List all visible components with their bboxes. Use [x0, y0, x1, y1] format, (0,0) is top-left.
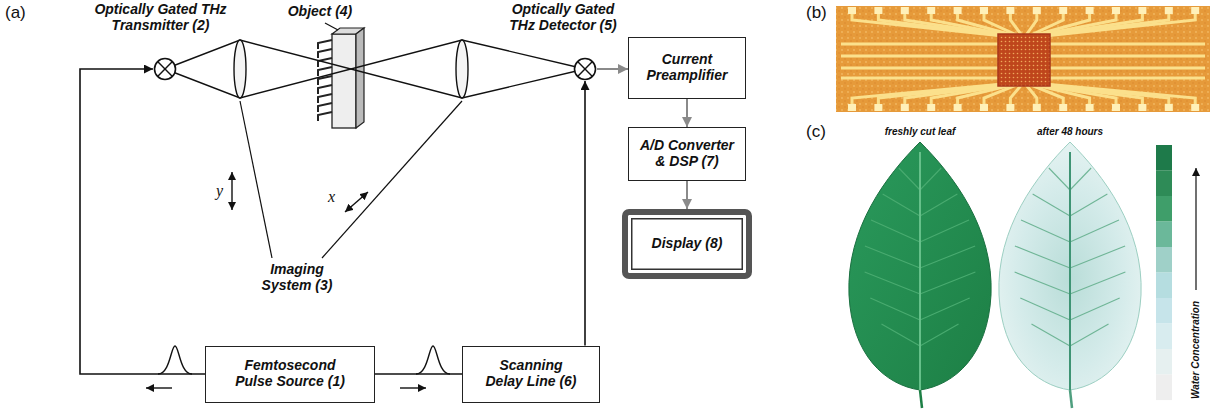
axis-arrow — [231, 172, 232, 210]
node-label: Current Preamplifier — [638, 52, 737, 83]
node-label: A/D Converter & DSP (7) — [638, 138, 737, 169]
node-label: Display (8) — [638, 236, 736, 252]
panel-label: (b) — [806, 3, 827, 22]
scale-arrow — [1195, 168, 1196, 290]
axis-label: y — [216, 182, 223, 200]
lens — [456, 40, 468, 98]
image-caption: after 48 hours — [1037, 126, 1103, 137]
node-label: Optically Gated THz Transmitter (2) — [90, 2, 231, 33]
gate-symbol — [153, 57, 177, 81]
signal-arrow — [584, 81, 586, 346]
process-box: A/D Converter & DSP (7) — [628, 127, 746, 181]
chip-image — [836, 6, 1210, 112]
lens — [234, 40, 246, 98]
axis-title: Water Concentration — [1190, 301, 1201, 399]
axis-arrow — [345, 192, 368, 212]
axis-label: x — [328, 188, 335, 206]
signal-arrow — [597, 68, 628, 70]
panel-label: (a) — [5, 3, 26, 22]
signal-arrow — [686, 181, 688, 209]
image-caption: freshly cut leaf — [885, 126, 956, 137]
transmitter-node: Optically Gated THz Transmitter (2) — [90, 2, 231, 81]
leaf-image — [999, 142, 1141, 408]
panel-label: (c) — [806, 122, 826, 141]
node-label: Optically Gated THz Detector (5) — [498, 2, 628, 33]
part-label: Imaging System (3) — [247, 262, 347, 293]
node-label: Femtosecond Pulse Source (1) — [229, 358, 352, 389]
object-device — [318, 28, 364, 128]
gate-symbol — [573, 57, 597, 81]
signal-arrow — [686, 99, 688, 127]
process-box: Scanning Delay Line (6) — [462, 346, 600, 403]
beam-path — [165, 40, 585, 98]
leaf-image — [849, 142, 991, 408]
node-label: Scanning Delay Line (6) — [484, 358, 579, 389]
display-monitor: Display (8) — [622, 209, 752, 279]
process-box: Current Preamplifier — [628, 37, 746, 99]
signal-arrow — [80, 69, 205, 374]
detector-node: Optically Gated THz Detector (5) — [498, 2, 628, 81]
signal-arrow — [375, 373, 462, 375]
part-label: Object (4) — [288, 4, 353, 20]
color-bar — [1156, 145, 1172, 400]
process-box: Femtosecond Pulse Source (1) — [205, 346, 375, 403]
leader-line — [240, 23, 462, 258]
